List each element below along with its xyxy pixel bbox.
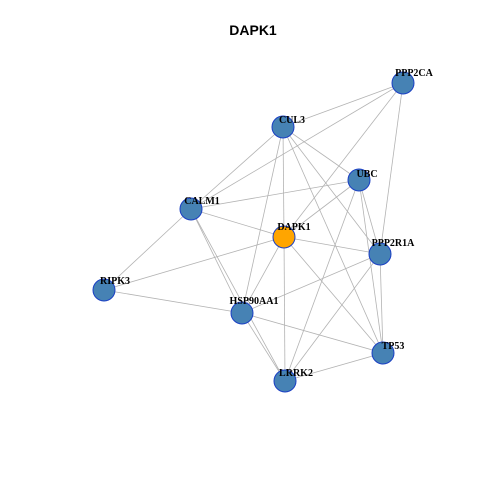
edge-ubc-lrrk2 bbox=[284, 179, 360, 382]
node-dapk1 bbox=[272, 225, 296, 249]
edge-cul3-ubc bbox=[282, 126, 360, 181]
edge-ubc-dapk1 bbox=[283, 179, 360, 238]
node-ripk3 bbox=[92, 278, 116, 302]
edge-ubc-calm1 bbox=[190, 179, 360, 210]
edge-hsp90aa1-tp53 bbox=[241, 312, 384, 354]
edge-dapk1-lrrk2 bbox=[283, 236, 286, 382]
edges-layer bbox=[103, 82, 404, 382]
node-label-hsp90aa1: HSP90AA1 bbox=[230, 296, 279, 307]
node-label-dapk1: DAPK1 bbox=[277, 222, 310, 233]
edge-dapk1-tp53 bbox=[283, 236, 384, 354]
edge-calm1-hsp90aa1 bbox=[190, 208, 243, 314]
node-hsp90aa1 bbox=[230, 301, 254, 325]
edge-cul3-dapk1 bbox=[282, 126, 285, 238]
edge-cul3-ppp2r1a bbox=[282, 126, 381, 255]
edge-cul3-ppp2ca bbox=[282, 82, 404, 128]
node-lrrk2 bbox=[273, 369, 297, 393]
edge-ppp2r1a-tp53 bbox=[379, 253, 384, 354]
edge-cul3-hsp90aa1 bbox=[241, 126, 284, 314]
edge-dapk1-ripk3 bbox=[103, 236, 285, 291]
edge-ppp2r1a-lrrk2 bbox=[284, 253, 381, 382]
edge-ppp2r1a-hsp90aa1 bbox=[241, 253, 381, 314]
node-tp53 bbox=[371, 341, 395, 365]
node-calm1 bbox=[179, 197, 203, 221]
node-ppp2ca bbox=[391, 71, 415, 95]
edge-cul3-tp53 bbox=[282, 126, 384, 354]
edge-dapk1-ppp2ca bbox=[283, 82, 404, 238]
edge-tp53-lrrk2 bbox=[284, 352, 384, 382]
node-cul3 bbox=[271, 115, 295, 139]
node-label-calm1: CALM1 bbox=[184, 196, 220, 207]
edge-dapk1-ppp2r1a bbox=[283, 236, 381, 255]
edge-calm1-ripk3 bbox=[103, 208, 192, 291]
edge-calm1-dapk1 bbox=[190, 208, 285, 238]
edge-ppp2r1a-ppp2ca bbox=[379, 82, 404, 255]
edge-ubc-ppp2r1a bbox=[358, 179, 381, 255]
edge-dapk1-hsp90aa1 bbox=[241, 236, 285, 314]
graph-title: DAPK1 bbox=[229, 22, 277, 38]
node-label-lrrk2: LRRK2 bbox=[279, 368, 313, 379]
node-label-ripk3: RIPK3 bbox=[100, 276, 130, 287]
edge-cul3-calm1 bbox=[190, 126, 284, 210]
edge-calm1-lrrk2 bbox=[190, 208, 286, 382]
node-ppp2r1a bbox=[368, 242, 392, 266]
edge-hsp90aa1-lrrk2 bbox=[241, 312, 286, 382]
node-label-ppp2ca: PPP2CA bbox=[395, 68, 434, 79]
edge-calm1-ppp2ca bbox=[190, 82, 404, 210]
node-ubc bbox=[347, 168, 371, 192]
node-label-tp53: TP53 bbox=[382, 341, 405, 352]
node-label-ubc: UBC bbox=[356, 169, 377, 180]
node-label-ppp2r1a: PPP2R1A bbox=[372, 238, 416, 249]
node-label-cul3: CUL3 bbox=[279, 115, 305, 126]
edge-ripk3-hsp90aa1 bbox=[103, 289, 243, 314]
nodes-layer bbox=[92, 71, 415, 393]
